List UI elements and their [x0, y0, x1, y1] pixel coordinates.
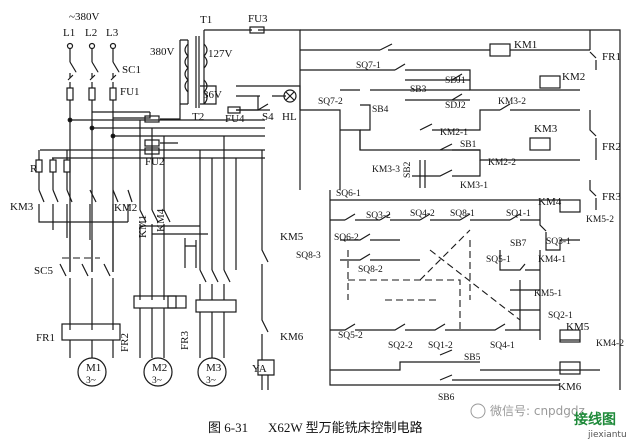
fu4-label: FU4	[225, 113, 245, 125]
wechat-icon	[470, 403, 486, 419]
sb7-label: SB7	[510, 239, 527, 249]
sq6-2-label: SQ6-2	[334, 233, 359, 243]
fr3-contact-label: FR3	[602, 191, 621, 203]
km4-1-label: KM4-1	[538, 255, 566, 265]
m2-label: M2	[152, 362, 167, 374]
sq4-2-label: SQ4-2	[410, 209, 435, 219]
sc1-label: SC1	[122, 64, 141, 76]
brand-logo: 接线图	[574, 411, 616, 428]
control-circuit: KM1 FR1 SQ7-1 SQ7-2 SB3 SB4 SDJ1 SDJ2 KM…	[296, 29, 624, 403]
sq3-1-label: SQ3-1	[546, 237, 571, 247]
sdj2-label: SDJ2	[445, 101, 466, 111]
m3-label: M3	[206, 362, 222, 374]
fu3-label: FU3	[248, 13, 268, 25]
wechat-id: 微信号: cnpdgdz	[490, 404, 585, 418]
sq2-2-label: SQ2-2	[388, 341, 413, 351]
phase-l2: L2	[85, 27, 97, 39]
km4-coil-label: KM4	[538, 196, 562, 208]
motor-m3-branch: FR3 M3 3~ KM5 KM6 YA	[179, 136, 304, 390]
sq5-2-label: SQ5-2	[338, 331, 363, 341]
km5-power-label: KM5	[280, 231, 304, 243]
m3-phase: 3~	[206, 376, 216, 386]
fr1-contact-label: FR1	[602, 51, 621, 63]
sq4-1-label: SQ4-1	[490, 341, 515, 351]
phase-l1: L1	[63, 27, 75, 39]
sq1-2-label: SQ1-2	[428, 341, 453, 351]
t2-label: T2	[192, 111, 204, 123]
sq6-1-label: SQ6-1	[336, 189, 361, 199]
fr1-label: FR1	[36, 332, 55, 344]
km6-power-label: KM6	[280, 331, 304, 343]
km1-coil-label: KM1	[514, 39, 537, 51]
sq7-1-label: SQ7-1	[356, 61, 381, 71]
m1-label: M1	[86, 362, 101, 374]
sq8-2-label: SQ8-2	[358, 265, 383, 275]
caption-number: 图 6-31	[208, 420, 248, 435]
mechanical-linkages	[347, 229, 521, 330]
lamp-hl-label: HL	[282, 111, 297, 123]
sb6-label: SB6	[438, 393, 455, 403]
km3-1-label: KM3-1	[460, 181, 488, 191]
sb3-label: SB3	[410, 85, 427, 95]
fu1-label: FU1	[120, 86, 140, 98]
sc5-label: SC5	[34, 265, 53, 277]
motor-m2-branch: KM1 KM4 FR2 M2 3~	[119, 120, 208, 387]
resistor-r-label: R	[30, 163, 38, 175]
km3-3-label: KM3-3	[372, 165, 400, 175]
primary-voltage: 380V	[150, 46, 175, 58]
sb5-label: SB5	[464, 353, 481, 363]
caption-title: X62W 型万能铣床控制电路	[268, 420, 423, 435]
km3-power-label: KM3	[10, 201, 34, 213]
m1-phase: 3~	[86, 376, 96, 386]
km2-coil-label: KM2	[562, 71, 585, 83]
s4-label: S4	[262, 111, 274, 123]
km5-1-label: KM5-1	[534, 289, 562, 299]
ya-label: YA	[252, 363, 267, 375]
transformer-t2: 36V T2 FU4 S4 HL	[192, 85, 301, 125]
km5-2-label: KM5-2	[586, 215, 614, 225]
fr3-label: FR3	[179, 331, 191, 350]
transformer-t1: T1 380V 127V FU3	[150, 13, 301, 190]
brand-domain: jiexiantu	[587, 430, 627, 440]
secondary-voltage: 127V	[208, 48, 233, 60]
km2-2-label: KM2-2	[488, 158, 516, 168]
lamp-voltage: 36V	[203, 89, 222, 101]
fu2-label: FU2	[145, 156, 165, 168]
km4-power-label: KM4	[155, 208, 167, 232]
supply-voltage: ~380V	[69, 11, 99, 23]
sq7-2-label: SQ7-2	[318, 97, 343, 107]
sq3-2-label: SQ3-2	[366, 211, 391, 221]
km5-coil-label: KM5	[566, 321, 590, 333]
sq2-1-label: SQ2-1	[548, 311, 573, 321]
km6-coil-label: KM6	[558, 381, 582, 393]
motor-m1-branch: R KM3 KM2 SC5 FR1 M1 3~	[10, 150, 137, 387]
sq5-1-label: SQ5-1	[486, 255, 511, 265]
fr2-contact-label: FR2	[602, 141, 621, 153]
phase-l3: L3	[106, 27, 119, 39]
figure-caption: 图 6-31 X62W 型万能铣床控制电路	[208, 420, 423, 435]
m2-phase: 3~	[152, 376, 162, 386]
t1-label: T1	[200, 14, 212, 26]
power-supply: ~380V L1 L2 L3 SC1 FU1	[63, 11, 141, 272]
sq8-3-label: SQ8-3	[296, 251, 321, 261]
km3-coil-label: KM3	[534, 123, 558, 135]
fr2-label: FR2	[119, 333, 131, 352]
sdj1-label: SDJ1	[445, 76, 466, 86]
km2-1-label: KM2-1	[440, 128, 468, 138]
sb4-label: SB4	[372, 105, 389, 115]
km2-power-label: KM2	[114, 202, 137, 214]
km1-power-label: KM1	[137, 215, 149, 238]
km3-2-label: KM3-2	[498, 97, 526, 107]
sq1-1-label: SQ1-1	[506, 209, 531, 219]
sb1-label: SB1	[460, 140, 477, 150]
sb2-label: SB2	[403, 161, 413, 178]
km4-2-label: KM4-2	[596, 339, 624, 349]
sq8-1-label: SQ8-1	[450, 209, 475, 219]
watermark: 微信号: cnpdgdz 接线图 jiexiantu	[470, 403, 627, 440]
